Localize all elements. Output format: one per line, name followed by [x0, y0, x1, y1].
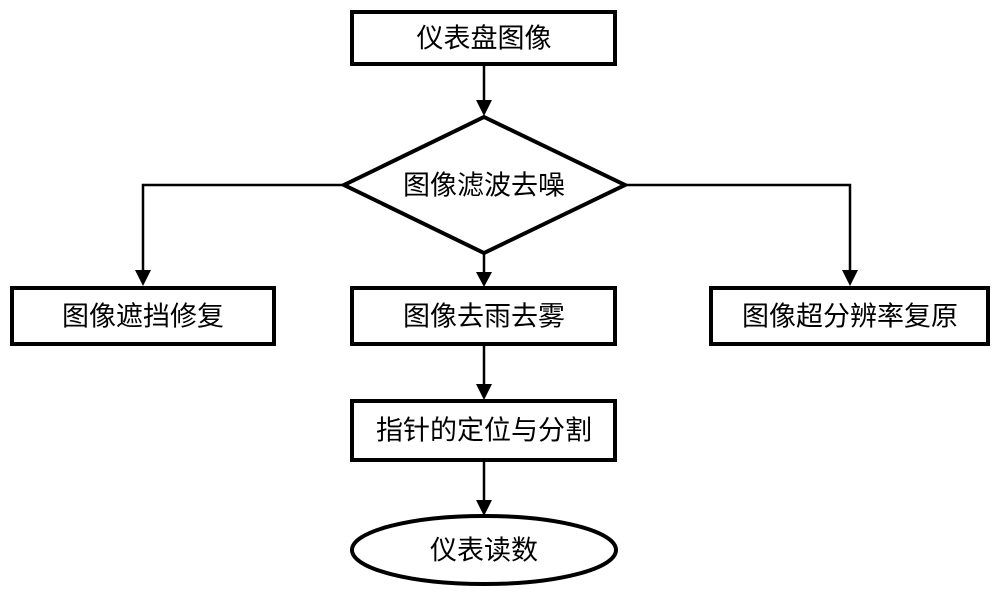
- edge-filter-to-superres: [625, 185, 850, 270]
- node-pointer-segmentation: 指针的定位与分割: [352, 401, 615, 460]
- node-derain-defog-label: 图像去雨去雾: [403, 302, 565, 333]
- node-filter-denoise: 图像滤波去噪: [344, 117, 625, 253]
- edge-filter-to-occlusion: [143, 185, 344, 270]
- arrowhead-filter-to-superres: [842, 270, 858, 286]
- node-occlusion-repair: 图像遮挡修复: [12, 288, 274, 344]
- arrowhead-filter-to-derain: [476, 272, 492, 287]
- node-meter-reading-label: 仪表读数: [430, 536, 538, 567]
- node-dashboard-image: 仪表盘图像: [352, 12, 615, 64]
- arrowhead-derain-to-pointer: [476, 384, 492, 400]
- node-meter-reading: 仪表读数: [352, 516, 616, 584]
- node-pointer-segmentation-label: 指针的定位与分割: [376, 416, 592, 447]
- arrowhead-dashboard-to-filter: [476, 100, 492, 116]
- arrowhead-pointer-to-reading: [476, 500, 492, 516]
- node-occlusion-repair-label: 图像遮挡修复: [62, 302, 224, 333]
- arrowhead-filter-to-occlusion: [135, 270, 151, 286]
- node-dashboard-image-label: 仪表盘图像: [417, 24, 552, 55]
- node-super-resolution-label: 图像超分辨率复原: [742, 302, 958, 333]
- node-derain-defog: 图像去雨去雾: [352, 288, 615, 344]
- node-super-resolution: 图像超分辨率复原: [711, 288, 988, 344]
- node-filter-denoise-label: 图像滤波去噪: [403, 171, 565, 202]
